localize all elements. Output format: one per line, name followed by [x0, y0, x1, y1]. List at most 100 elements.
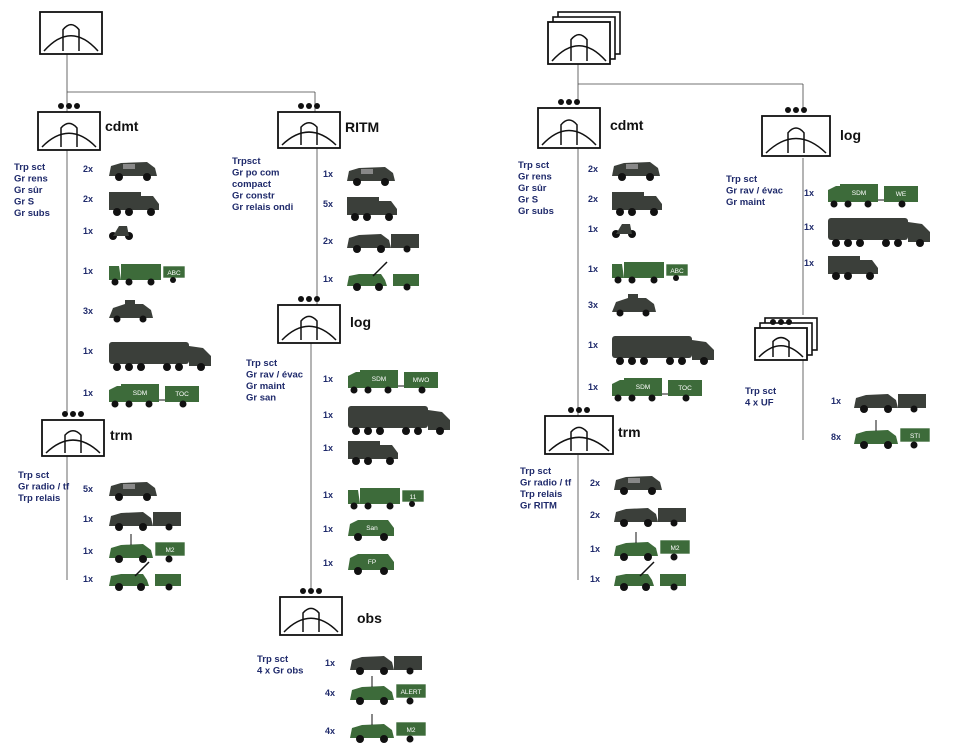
wheel	[418, 386, 426, 394]
wheel	[616, 309, 624, 317]
echelon-dot	[786, 319, 792, 325]
vehicle-count: 1x	[323, 374, 333, 384]
wheel	[111, 278, 119, 286]
echelon-dot	[298, 103, 304, 109]
wheel	[670, 583, 678, 591]
vehicle-count: 2x	[323, 236, 333, 246]
wheel	[616, 208, 624, 216]
armored-vehicle-icon	[612, 294, 656, 317]
echelon-dot	[584, 407, 590, 413]
boxtruck-vehicle-icon: ABC	[109, 264, 186, 286]
symbol-arch	[570, 426, 588, 451]
wheel	[832, 272, 840, 280]
unit-symbol-icon	[277, 296, 341, 344]
symbol-arc	[41, 132, 97, 148]
vehicle-count: 5x	[83, 484, 93, 494]
symbol-arc	[758, 344, 804, 358]
wheel	[350, 502, 358, 510]
vehicle-count: 1x	[590, 574, 600, 584]
subunit-label: Gr subs	[518, 206, 554, 217]
wheel	[125, 363, 133, 371]
wheel	[375, 283, 383, 291]
wheel	[856, 239, 864, 247]
shelter	[624, 378, 662, 396]
cargo	[348, 441, 380, 459]
cargo	[828, 256, 860, 274]
symbol-arch	[64, 430, 82, 453]
jeepbox-vehicle-icon: STI	[854, 420, 931, 449]
jeepbox-vehicle-icon: M2	[614, 532, 691, 561]
wheel	[844, 272, 852, 280]
turret	[125, 300, 135, 305]
unit-symbol-icon	[39, 11, 103, 55]
vehicle-count: 1x	[831, 396, 841, 406]
wheel	[197, 363, 205, 371]
echelon-dot	[576, 407, 582, 413]
wheel	[700, 357, 708, 365]
body	[614, 508, 658, 522]
wheel	[666, 357, 674, 365]
truck-vehicle-icon	[109, 192, 159, 216]
wheel	[147, 208, 155, 216]
window	[123, 164, 135, 169]
wheel	[125, 400, 133, 408]
wheel	[364, 427, 372, 435]
box	[121, 264, 161, 280]
jeep-vehicle-icon	[109, 162, 157, 181]
wheel	[640, 357, 648, 365]
echelon-dot	[314, 103, 320, 109]
armored-vehicle-icon	[109, 300, 153, 323]
body	[348, 520, 394, 536]
cargo	[347, 197, 379, 215]
echelon-dot	[770, 319, 776, 325]
symbol-arc	[283, 617, 339, 633]
cargo	[612, 192, 644, 210]
unit-symbol-icon	[537, 99, 601, 149]
wheel	[352, 457, 360, 465]
wheel	[113, 363, 121, 371]
vehicle-count: 1x	[83, 574, 93, 584]
wheel	[137, 583, 145, 591]
subunit-label: compact	[232, 179, 272, 190]
connector-lines	[66, 50, 804, 590]
symbol-frame	[537, 107, 601, 149]
symbol-arch	[300, 315, 318, 340]
echelon-dot	[58, 103, 64, 109]
wheel	[364, 502, 372, 510]
symbol-arc	[541, 129, 597, 146]
wheel	[380, 667, 388, 675]
symbol-arc	[551, 45, 607, 62]
wheel	[380, 697, 388, 705]
wheel	[139, 523, 147, 531]
trailer	[393, 274, 419, 286]
wheel	[616, 357, 624, 365]
wheel	[910, 405, 918, 413]
subunit-label: 4 x Gr obs	[257, 666, 303, 677]
subunit-label: Gr san	[246, 393, 276, 404]
subunit-label: Trp relais	[18, 493, 60, 504]
subunit-label: Gr S	[14, 197, 34, 208]
subunit-label: Gr radio / tf	[18, 482, 70, 493]
wheel	[356, 735, 364, 743]
wheel	[898, 200, 906, 208]
subunit-label: Trp sct	[257, 654, 289, 665]
unit-title: trm	[110, 427, 133, 443]
vehicle-marking: MWO	[413, 377, 430, 384]
unit-title: cdmt	[105, 118, 139, 134]
wheel	[165, 583, 173, 591]
truck-vehicle-icon	[612, 192, 662, 216]
echelon-dot	[62, 411, 68, 417]
wheel	[384, 386, 392, 394]
crane	[639, 561, 655, 577]
symbol-arc	[43, 35, 99, 52]
wheel	[115, 555, 123, 563]
vehicle-count: 1x	[323, 524, 333, 534]
vehicle-marking: TOC	[678, 385, 692, 392]
wheel	[356, 667, 364, 675]
vehicle-marking: M2	[670, 545, 679, 552]
wheel	[125, 278, 133, 286]
subunit-label: Trp sct	[14, 162, 46, 173]
wheel	[403, 245, 411, 253]
